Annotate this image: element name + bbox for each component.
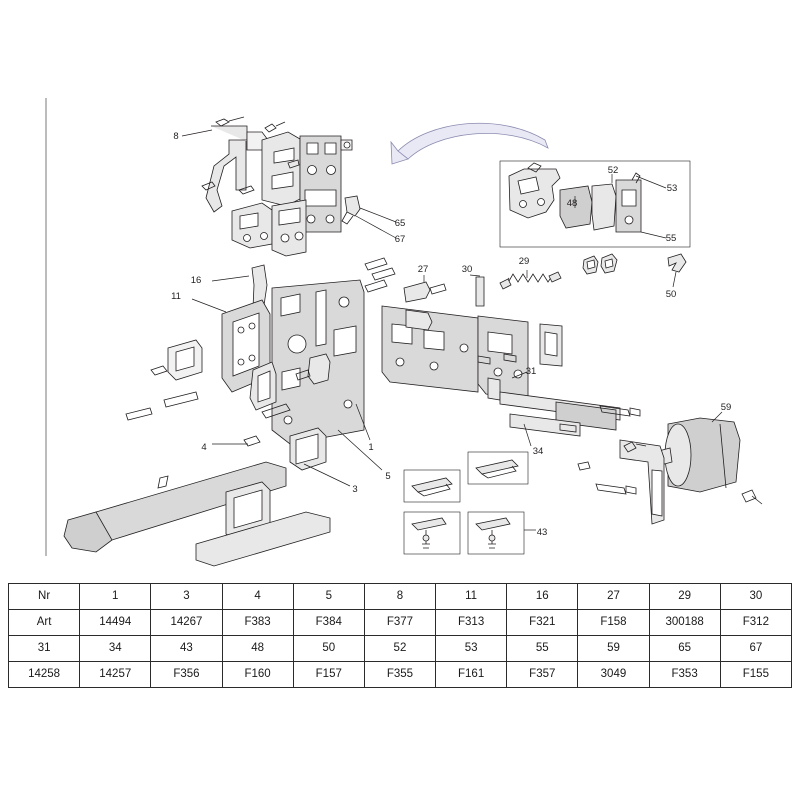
- cell: 14267: [150, 609, 223, 636]
- part-59-roller: [654, 411, 763, 505]
- part-50-clips: [582, 253, 687, 288]
- cell: 14258: [7, 661, 81, 688]
- cell: 43: [150, 635, 223, 662]
- cell: F353: [648, 661, 721, 688]
- table-row: Nr 1 3 4 5 8 11 16 27 29 30: [7, 583, 793, 610]
- callout-50: 50: [666, 289, 677, 300]
- exploded-parts-diagram: .ln { fill: none; stroke: #231f20; strok…: [45, 98, 763, 567]
- cell: 34: [79, 635, 152, 662]
- cell: F384: [292, 609, 365, 636]
- cell: 65: [648, 635, 721, 662]
- cell: 14257: [79, 661, 152, 688]
- cell: 3049: [577, 661, 650, 688]
- callout-4: 4: [201, 442, 206, 453]
- cell: 55: [506, 635, 579, 662]
- cell: 11: [435, 583, 508, 610]
- cell: F355: [363, 661, 437, 688]
- callout-65: 65: [395, 218, 406, 229]
- cell: 52: [363, 635, 437, 662]
- parts-43-group: [403, 451, 536, 555]
- part-65-67: [341, 195, 397, 239]
- cell: 16: [506, 583, 579, 610]
- parts-table: Nr 1 3 4 5 8 11 16 27 29 30 Art 14494 14…: [7, 583, 793, 688]
- cell: 59: [577, 635, 650, 662]
- cell: 8: [363, 583, 437, 610]
- callout-30: 30: [462, 264, 473, 275]
- callout-31: 31: [526, 366, 537, 377]
- callout-67: 67: [395, 234, 406, 245]
- callout-16: 16: [191, 275, 202, 286]
- callout-1: 1: [368, 442, 373, 453]
- cell: 67: [719, 635, 793, 662]
- cell: F157: [292, 661, 365, 688]
- cell: F313: [435, 609, 508, 636]
- cell: F155: [719, 661, 793, 688]
- callout-labels: 8 65 67 52 53 48 55 29 50 16 11 27 30 31…: [171, 129, 732, 538]
- cell: F356: [150, 661, 223, 688]
- callout-29: 29: [519, 256, 530, 267]
- callout-34: 34: [533, 446, 544, 457]
- callout-43: 43: [537, 527, 548, 538]
- callout-11: 11: [171, 291, 181, 302]
- callout-8: 8: [173, 131, 178, 142]
- cell: 31: [7, 635, 81, 662]
- parts-27-30: [364, 257, 485, 307]
- table-row: Art 14494 14267 F383 F384 F377 F313 F321…: [7, 609, 793, 636]
- cell: F357: [506, 661, 579, 688]
- callout-27: 27: [418, 264, 429, 275]
- cell: F158: [577, 609, 650, 636]
- callout-3: 3: [352, 484, 357, 495]
- cell: 53: [435, 635, 508, 662]
- callout-53: 53: [667, 183, 678, 194]
- table-row: 14258 14257 F356 F160 F157 F355 F161 F35…: [7, 661, 793, 688]
- cell: F161: [435, 661, 508, 688]
- cell: 29: [648, 583, 721, 610]
- cell: F160: [221, 661, 294, 688]
- cell: 5: [292, 583, 365, 610]
- table-row: 31 34 43 48 50 52 53 55 59 65 67: [7, 635, 793, 662]
- cell: 14494: [79, 609, 152, 636]
- cell: 3: [150, 583, 223, 610]
- cell: F383: [221, 609, 294, 636]
- callout-5: 5: [385, 471, 390, 482]
- callout-59: 59: [721, 402, 732, 413]
- cell: 1: [79, 583, 152, 610]
- callout-48: 48: [567, 198, 578, 209]
- right-bracket-group: [577, 439, 665, 525]
- cell: 4: [221, 583, 294, 610]
- part-31-plate: [381, 305, 563, 401]
- part-11-housing: [125, 298, 271, 421]
- cell: 300188: [648, 609, 721, 636]
- detail-box-52-55: [499, 160, 691, 248]
- top-left-bracket-group: [201, 116, 353, 257]
- cell: F312: [719, 609, 793, 636]
- cell: 48: [221, 635, 294, 662]
- callout-55: 55: [666, 233, 677, 244]
- cell: 30: [719, 583, 793, 610]
- cell: 50: [292, 635, 365, 662]
- callout-52: 52: [608, 165, 619, 176]
- part-34-rails: [499, 391, 641, 447]
- cell: F377: [363, 609, 437, 636]
- cell: F321: [506, 609, 579, 636]
- flow-arrow: [390, 122, 549, 165]
- bottom-beam-group: [63, 427, 351, 567]
- part-1-main-plate: [249, 279, 383, 471]
- cell: Nr: [7, 583, 81, 610]
- part-29-spring: [499, 270, 562, 290]
- parts-table-container: Nr 1 3 4 5 8 11 16 27 29 30 Art 14494 14…: [7, 583, 793, 688]
- cell: Art: [7, 609, 81, 636]
- cell: 27: [577, 583, 650, 610]
